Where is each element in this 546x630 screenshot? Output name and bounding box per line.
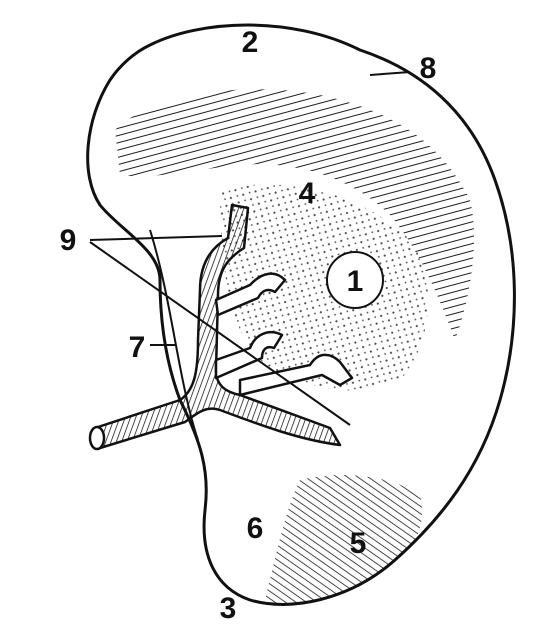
label-8: 8 [420,52,437,85]
label-9: 9 [60,224,77,257]
label-7: 7 [129,331,146,364]
label-1: 1 [347,265,364,298]
label-4: 4 [299,177,316,210]
vessel-stump [90,427,104,449]
label-5: 5 [350,527,367,560]
label-2: 2 [242,26,259,59]
label-6: 6 [247,512,264,545]
label-3: 3 [220,592,237,625]
